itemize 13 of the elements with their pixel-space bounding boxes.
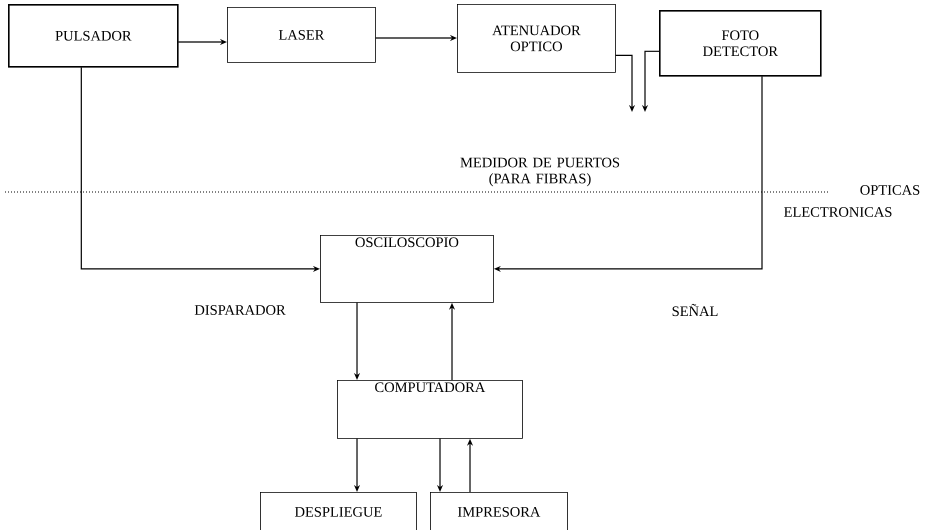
text-label: MEDIDOR DE PUERTOS (PARA FIBRAS) [460,158,620,186]
edge-label: SEÑAL [670,302,720,318]
text-label: OPTICAS [860,185,920,195]
process-box: OSCILOSCOPIO [320,235,494,303]
text-label: ELECTRONICAS [784,207,892,217]
process-box: PULSADOR [8,4,179,68]
process-box: ATENUADOR OPTICO [457,4,616,73]
process-box: DESPLIEGUE [260,492,417,530]
edge-label: DISPARADOR [193,304,287,316]
process-box: LASER [227,7,376,63]
process-box: COMPUTADORA [337,380,523,439]
process-box: FOTO DETECTOR [659,10,822,77]
process-box: IMPRESORA [430,492,568,530]
